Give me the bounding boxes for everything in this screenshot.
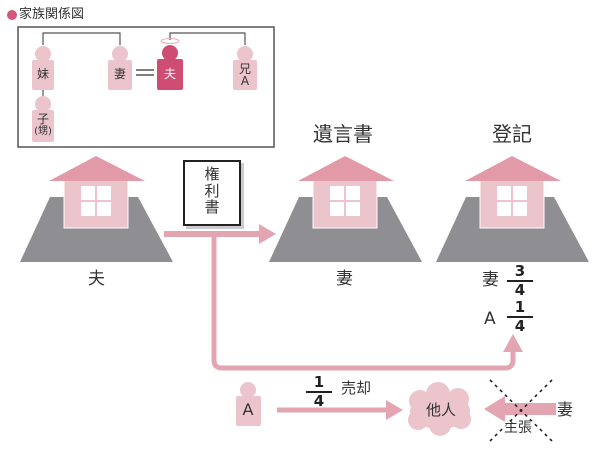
title-deed-char-1: 権 xyxy=(204,165,220,183)
inheritance-arrow-head xyxy=(259,224,276,244)
person-husband-figure xyxy=(157,38,183,90)
person-wife-label: 妻 xyxy=(113,67,126,81)
seller-label: A xyxy=(242,400,254,419)
registry-arrow-path xyxy=(211,234,516,371)
claim-action-label: 主張 xyxy=(504,420,532,436)
person-wife-figure xyxy=(108,46,132,90)
person-sister-label: 妹 xyxy=(36,67,49,81)
title-deed-label: 権 利 書 xyxy=(183,166,241,216)
title-deed-char-2: 利 xyxy=(204,181,220,200)
person-brother-label-line2: A xyxy=(240,74,250,88)
fraction-denominator: 4 xyxy=(514,281,526,299)
person-brother-figure xyxy=(233,46,257,90)
claim-arrow-shaft xyxy=(502,403,556,415)
legend-title: 家族関係図 xyxy=(19,7,85,22)
fraction-numerator: 3 xyxy=(514,262,526,280)
seller-figure xyxy=(236,382,261,426)
claim-arrow-head xyxy=(484,396,505,422)
husband-house-owner: 夫 xyxy=(88,269,105,289)
cross-out-line-2 xyxy=(489,379,553,442)
fraction-bar xyxy=(306,391,332,393)
roof xyxy=(298,156,394,181)
person-child-figure xyxy=(32,96,54,142)
registry-heading: 登記 xyxy=(492,122,532,146)
legend-dot-icon xyxy=(7,10,17,20)
title-deed-char-3: 書 xyxy=(204,198,220,216)
person-child-label-line1: 子 xyxy=(36,112,49,126)
fraction-numerator: 1 xyxy=(514,298,526,316)
roof xyxy=(49,156,145,181)
registry-share-holder-a: A xyxy=(484,309,496,329)
registry-share-fraction-wife: 3 4 xyxy=(507,264,533,298)
family-tree-frame xyxy=(17,26,275,148)
registry-arrow-head xyxy=(503,334,523,352)
house-registry xyxy=(436,156,589,262)
person-sister-figure xyxy=(32,46,54,90)
buyer-label: 他人 xyxy=(426,401,457,419)
person-child-label-line2: (甥) xyxy=(34,126,52,137)
third-party-cloud xyxy=(408,382,471,436)
sale-share-fraction: 1 4 xyxy=(306,375,332,409)
will-heading: 遺言書 xyxy=(313,122,373,146)
halo-icon xyxy=(160,38,180,44)
person-husband-label: 夫 xyxy=(163,67,176,81)
fraction-denominator: 4 xyxy=(313,392,325,410)
sale-action-label: 売却 xyxy=(341,379,372,397)
fraction-numerator: 1 xyxy=(313,373,325,391)
ground-plot xyxy=(436,197,589,262)
ground-plot xyxy=(20,197,173,262)
roof xyxy=(465,156,561,181)
ground-plot xyxy=(269,197,422,262)
fraction-bar xyxy=(507,316,533,318)
title-deed-document xyxy=(183,160,241,226)
claimant-label: 妻 xyxy=(557,400,574,419)
sibling-connector-line xyxy=(42,32,121,45)
fraction-bar xyxy=(507,280,533,282)
sale-arrow-head xyxy=(386,400,403,420)
registry-share-holder-wife: 妻 xyxy=(482,270,499,290)
sibling-connector-line-2 xyxy=(169,32,246,45)
will-house-owner: 妻 xyxy=(336,269,353,289)
person-brother-label-line1: 兄 xyxy=(238,62,251,76)
fraction-denominator: 4 xyxy=(514,317,526,335)
house-husband xyxy=(20,156,173,262)
house-will xyxy=(269,156,422,262)
registry-share-fraction-a: 1 4 xyxy=(507,300,533,334)
